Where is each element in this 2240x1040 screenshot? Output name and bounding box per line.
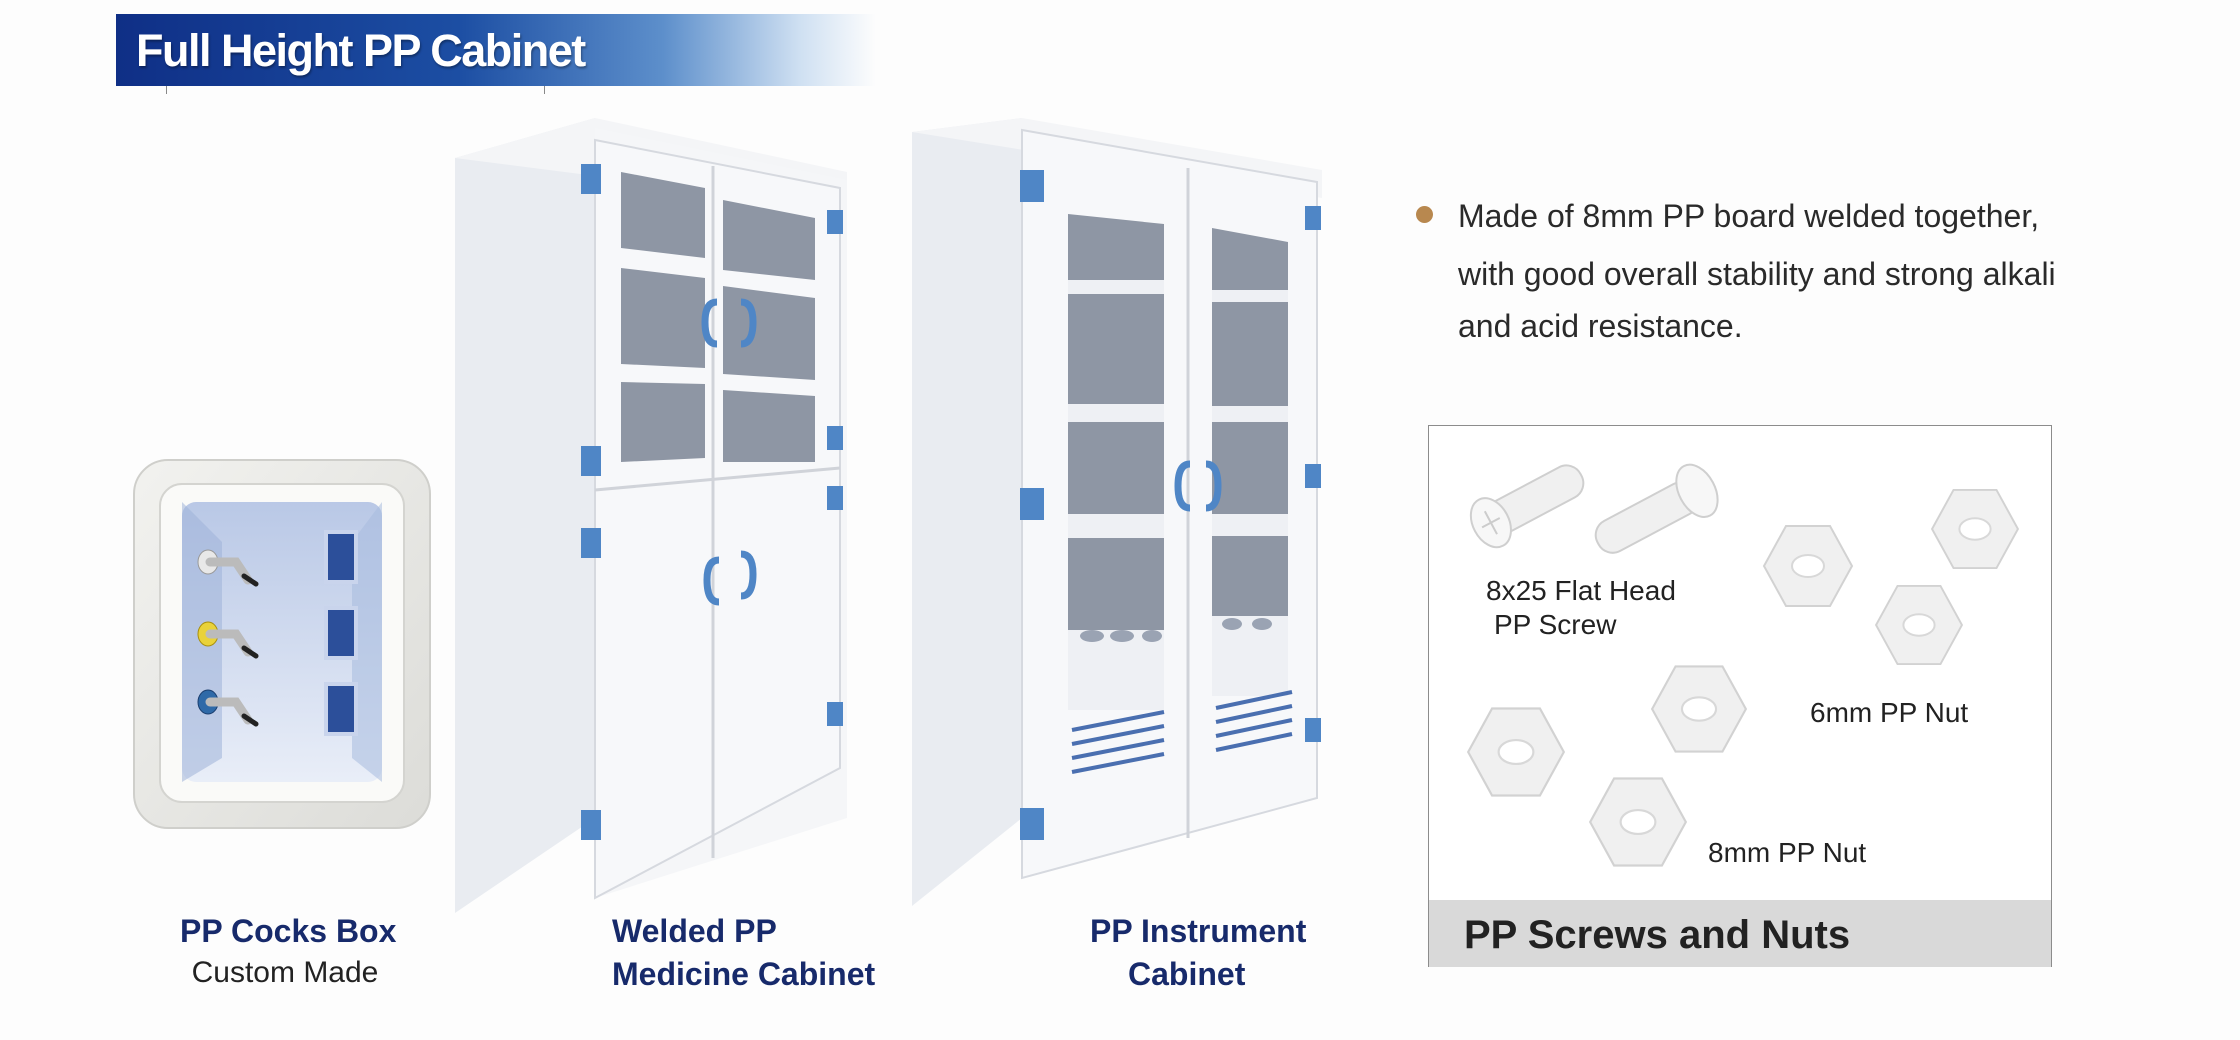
divider-tick xyxy=(544,86,545,94)
nut6-label: 6mm PP Nut xyxy=(1810,697,1969,728)
screws-title-band xyxy=(1429,900,2051,967)
instrument-cabinet-title-line2: Cabinet xyxy=(1128,956,1246,992)
divider-tick xyxy=(166,86,167,94)
medicine-cabinet-image xyxy=(455,118,847,913)
bullet-line-2: with good overall stability and strong a… xyxy=(1458,256,2056,292)
medicine-cabinet-title-line1: Welded PP xyxy=(612,913,777,949)
instrument-cabinet-title-line1: PP Instrument xyxy=(1090,913,1307,949)
screws-panel-title: PP Screws and Nuts xyxy=(1464,913,1851,957)
pp-nut-icon xyxy=(1762,525,1854,607)
screw-label-line1: 8x25 Flat Head xyxy=(1486,575,1676,606)
pp-nut-icon xyxy=(1650,665,1748,753)
bullet-line-1: Made of 8mm PP board welded together, xyxy=(1458,198,2040,234)
flat-head-screw-icon xyxy=(1469,464,1585,549)
header-banner xyxy=(116,14,876,86)
bullet-dot-icon xyxy=(1416,206,1433,223)
cocks-box-title: PP Cocks Box xyxy=(180,913,397,949)
nut8-label: 8mm PP Nut xyxy=(1708,837,1867,868)
instrument-cabinet-image xyxy=(912,118,1322,906)
pp-nut-icon xyxy=(1874,584,1964,666)
pp-nut-icon xyxy=(1466,707,1566,797)
page-title: Full Height PP Cabinet xyxy=(136,25,586,76)
medicine-cabinet-title-line2: Medicine Cabinet xyxy=(612,956,876,992)
screw-label-line2: PP Screw xyxy=(1494,609,1617,640)
valve-icon xyxy=(197,621,259,659)
valve-icon xyxy=(197,689,259,727)
pp-nut-icon xyxy=(1588,777,1688,867)
pp-nut-icon xyxy=(1930,488,2020,570)
valve-icon xyxy=(197,549,259,587)
bullet-line-3: and acid resistance. xyxy=(1458,308,1743,344)
cocks-box-subtitle: Custom Made xyxy=(191,956,379,989)
flat-head-screw-icon xyxy=(1594,463,1719,554)
cocks-box-image xyxy=(133,459,431,829)
